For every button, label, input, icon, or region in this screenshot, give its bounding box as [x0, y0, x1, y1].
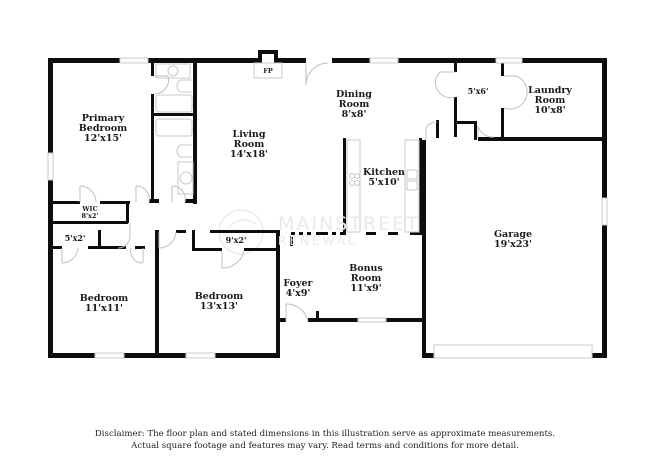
window: [119, 57, 149, 64]
room-size: 11'x11': [85, 303, 123, 314]
room-name: Garage: [493, 229, 533, 240]
room-size: 14'x18': [230, 149, 268, 160]
room-size: 8'x8': [341, 109, 367, 120]
room-size: 9'x2': [225, 235, 247, 245]
room-label-bedroom-3: Bedroom 13'x13': [195, 292, 243, 312]
windows: [47, 57, 608, 359]
room-size: 5'x6': [467, 86, 489, 96]
room-label-storage-5x6: 5'x6': [468, 87, 489, 96]
room-label-dining-room: Dining Room 8'x8': [336, 90, 372, 120]
window: [185, 352, 216, 359]
room-size: 5'x10': [368, 177, 400, 188]
room-size: 19'x23': [494, 239, 532, 250]
room-size: 4'x9': [285, 288, 311, 299]
room-label-kitchen: Kitchen 5'x10': [363, 168, 405, 188]
room-name: Bedroom: [78, 123, 128, 134]
stove-icon: [349, 173, 355, 179]
room-label-laundry-room: Laundry Room 10'x8': [528, 86, 572, 116]
room-name: Kitchen: [363, 167, 405, 178]
walls: [48, 50, 607, 358]
room-name: Bedroom: [194, 291, 244, 302]
room-name: Bonus: [349, 263, 383, 274]
room-label-foyer: Foyer 4'x9': [283, 279, 312, 299]
window: [601, 197, 608, 226]
room-label-living-room: Living Room 14'x18': [230, 130, 268, 160]
window: [495, 57, 523, 64]
room-name: Room: [534, 95, 566, 106]
room-name: Dining: [336, 89, 372, 100]
disclaimer-line1: Disclaimer: The floor plan and stated di…: [94, 429, 556, 439]
disclaimer-line2: Actual square footage and features may v…: [131, 441, 519, 451]
fireplace-label: FP: [263, 67, 273, 75]
bathtub-icon: [155, 94, 193, 113]
room-label-bedroom-2: Bedroom 11'x11': [80, 294, 128, 314]
garage-door: [433, 344, 593, 359]
room-label-closet-9x2: 9'x2': [226, 236, 247, 245]
room-label-wic: WIC 8'x2': [82, 206, 99, 220]
watermark: MAINSTREET RENEWAL: [278, 214, 420, 248]
room-label-closet-5x2: 5'x2': [65, 234, 86, 243]
room-name: Room: [338, 99, 370, 110]
sink-icon: [406, 169, 418, 180]
room-name: WIC: [82, 205, 98, 213]
room-size: 8'x2': [81, 212, 99, 220]
room-name: Primary: [81, 113, 125, 124]
room-name: Living: [232, 129, 266, 140]
counter: [404, 139, 420, 233]
window: [94, 352, 125, 359]
window: [47, 152, 54, 181]
room-name: Bedroom: [79, 293, 129, 304]
fireplace-icon: [253, 62, 283, 79]
room-label-garage: Garage 19'x23': [494, 230, 532, 250]
room-name: Room: [233, 139, 265, 150]
room-size: 13'x13': [200, 301, 238, 312]
room-size: 11'x9': [350, 283, 382, 294]
bathtub-icon: [155, 118, 193, 137]
room-name: Room: [350, 273, 382, 284]
room-size: 5'x2': [64, 233, 86, 243]
room-size: 12'x15': [84, 133, 122, 144]
watermark-line1: MAINSTREET: [278, 213, 420, 235]
room-label-primary-bedroom: Primary Bedroom 12'x15': [79, 114, 127, 144]
fixtures: [155, 62, 420, 233]
room-label-bonus-room: Bonus Room 11'x9': [349, 264, 383, 294]
room-name: Laundry: [528, 85, 572, 96]
disclaimer: Disclaimer: The floor plan and stated di…: [0, 428, 650, 452]
watermark-line2: RENEWAL: [278, 234, 358, 248]
doors: [61, 62, 528, 322]
room-name: Foyer: [283, 278, 313, 289]
counter: [346, 139, 361, 233]
window: [357, 317, 387, 323]
window: [369, 57, 399, 64]
room-size: 10'x8': [534, 105, 566, 116]
